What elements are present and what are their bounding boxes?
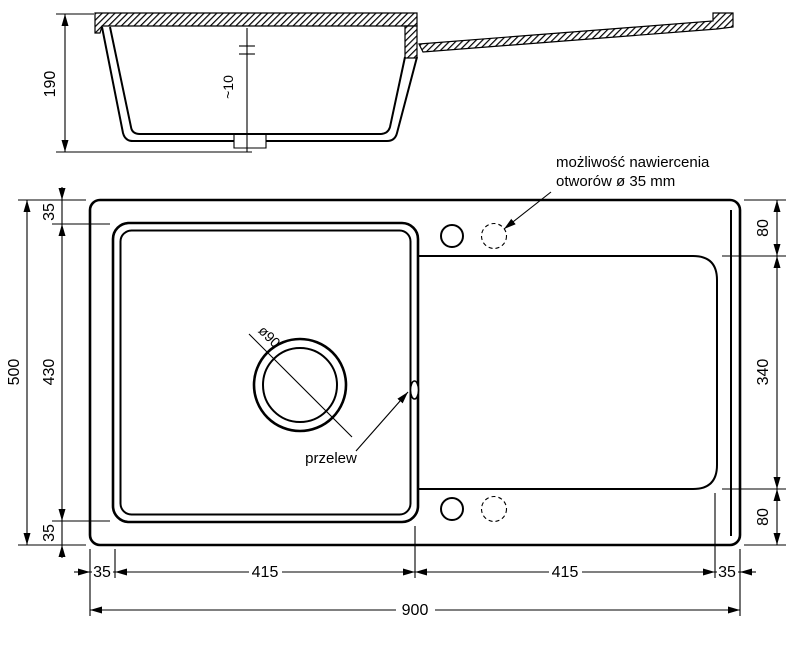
dim-bottom-overall: 900 (90, 602, 740, 619)
dim-left-overall: 500 (6, 199, 86, 546)
optional-hole-bottom-dashed (480, 495, 508, 523)
rim-cross-section (94, 12, 418, 34)
left-top-dim-label: 35 (41, 203, 58, 221)
right-top-dim-label: 80 (755, 219, 772, 237)
drain-notch-mask (234, 136, 266, 148)
dim-left-chain: 35 430 35 (41, 187, 110, 558)
side-view-section: ~10 190 (42, 12, 734, 153)
drain-outer-circle (252, 337, 348, 433)
overflow-label: przelew (305, 450, 357, 467)
basin-inner-profile (109, 26, 406, 135)
drainboard-cross-section (418, 12, 734, 53)
overall-depth-label: 500 (6, 359, 23, 386)
overflow-leader (355, 391, 409, 452)
overflow-hole (409, 380, 420, 400)
basin-drainboard-junction (404, 25, 418, 59)
drain-notch (233, 135, 267, 149)
right-bottom-dim-label: 80 (755, 508, 772, 526)
bottom-s4-label: 35 (718, 564, 736, 581)
basin-inner-border (119, 229, 412, 516)
left-bottom-dim-label: 35 (41, 524, 58, 542)
basin-outer-border (111, 221, 420, 524)
tap-hole-top (440, 224, 464, 248)
tap-hole-bottom (440, 497, 464, 521)
dim-bottom-chain: 35 415 415 35 (74, 493, 756, 616)
basin-outer-profile (101, 26, 418, 142)
left-mid-dim-label: 430 (41, 359, 58, 386)
drill-note-leader (503, 191, 552, 230)
plan-view-section: możliwość nawiercenia otworów ø 35 mm ø9… (88, 154, 742, 547)
bottom-s2-label: 415 (252, 564, 279, 581)
bottom-s1-label: 35 (93, 564, 111, 581)
depth-dim-label: 190 (42, 71, 59, 98)
drill-note-line1: możliwość nawiercenia (556, 154, 710, 171)
right-mid-dim-label: 340 (755, 359, 772, 386)
thickness-note-label: ~10 (220, 75, 236, 99)
optional-hole-top-dashed (480, 222, 508, 250)
dim-right-chain: 80 340 80 (722, 199, 786, 546)
overall-width-label: 900 (402, 602, 429, 619)
drain-diameter-label: ø90 (255, 322, 284, 351)
bottom-s3-label: 415 (552, 564, 579, 581)
drain-inner-circle (262, 347, 338, 423)
drainboard-outline (419, 255, 718, 490)
drill-note-line2: otworów ø 35 mm (556, 173, 675, 190)
sink-outline (88, 198, 742, 547)
drain-diameter-line (248, 333, 353, 438)
